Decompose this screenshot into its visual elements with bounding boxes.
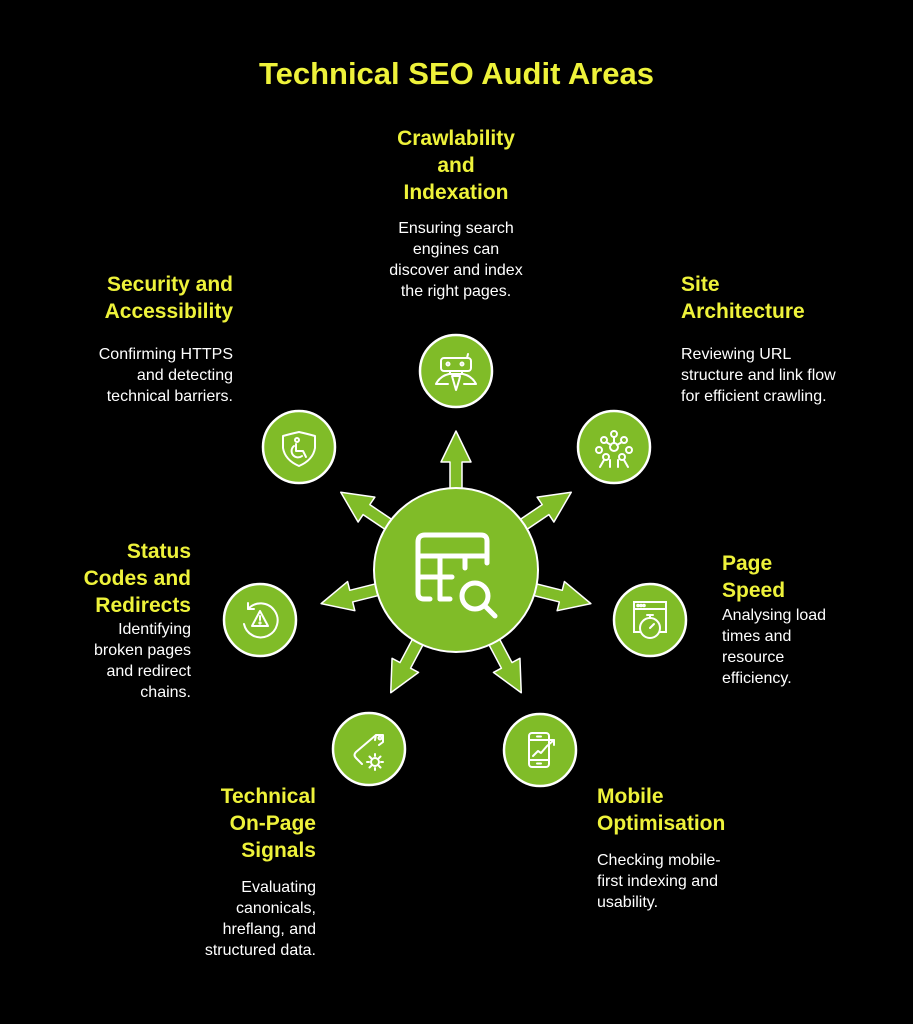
connector-arrows: [320, 430, 592, 694]
shield-accessibility-icon: [282, 431, 316, 467]
node-page-speed[interactable]: [612, 582, 688, 658]
tag-gear-icon: [353, 734, 384, 771]
mobile-growth-icon: [528, 732, 555, 768]
node-status-codes[interactable]: [222, 582, 298, 658]
atomium-structure-icon: [595, 430, 633, 468]
browser-stopwatch-icon: [633, 601, 667, 639]
node-security[interactable]: [261, 409, 337, 485]
node-crawlability[interactable]: [418, 333, 494, 409]
node-site-architecture[interactable]: [576, 409, 652, 485]
node-mobile-optimisation[interactable]: [502, 712, 578, 788]
node-on-page-signals[interactable]: [331, 711, 407, 787]
robot-crawler-icon: [435, 353, 477, 391]
center-hub: [373, 487, 539, 653]
table-search-icon: [415, 532, 498, 619]
page-title: Technical SEO Audit Areas: [258, 56, 655, 91]
redirect-warning-icon: [243, 602, 279, 639]
